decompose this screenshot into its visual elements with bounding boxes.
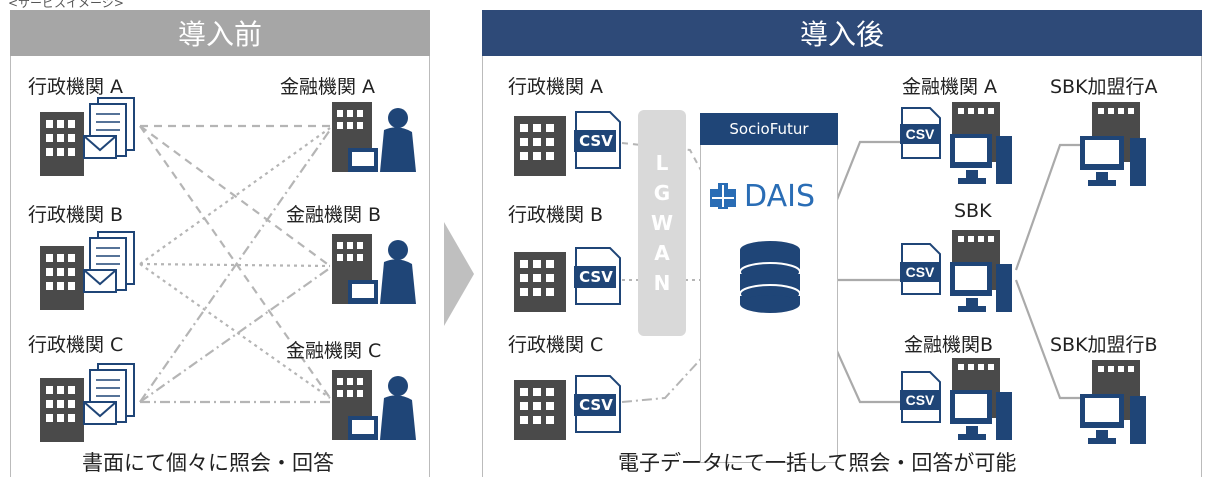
- building-pc-icon: [1080, 360, 1146, 444]
- building-pc-icon: [1080, 102, 1146, 186]
- svg-text:CSV: CSV: [906, 126, 935, 142]
- dais-text: DAIS: [744, 178, 815, 214]
- sbk-member-b-label: SBK加盟行B: [1050, 334, 1158, 356]
- sbk-member-a-label: SBK加盟行A: [1050, 76, 1158, 98]
- svg-text:CSV: CSV: [906, 264, 935, 280]
- csv-building-pc-icon: CSV: [900, 102, 1012, 184]
- database-icon: [739, 241, 801, 313]
- after-panel: [482, 56, 1202, 477]
- csv-building-pc-icon: CSV: [900, 230, 1012, 312]
- server-name: SocioFutur: [700, 113, 838, 145]
- after-gov-c-label: 行政機関 C: [508, 334, 604, 356]
- csv-label: CSV: [579, 132, 613, 150]
- service-image-tag: <サービスイメージ>: [8, 0, 124, 10]
- after-gov-a-label: 行政機関 A: [508, 76, 604, 98]
- after-title: 導入後: [482, 10, 1202, 56]
- csv-label: CSV: [579, 396, 613, 414]
- before-title: 導入前: [10, 10, 430, 56]
- building-document-icon: [40, 363, 135, 442]
- lgwan-letter: G: [653, 181, 671, 205]
- building-document-icon: [40, 97, 135, 176]
- before-fin-c-label: 金融機関 C: [286, 340, 382, 362]
- before-panel: [10, 56, 430, 477]
- before-fin-a-label: 金融機関 A: [280, 76, 376, 98]
- before-caption: 書面にて個々に照会・回答: [82, 451, 334, 475]
- after-caption: 電子データにて一括して照会・回答が可能: [618, 451, 1017, 475]
- building-document-icon: [40, 231, 135, 310]
- sbk-label: SBK: [954, 200, 992, 222]
- building-csv-icon: [514, 375, 621, 440]
- svg-text:CSV: CSV: [906, 392, 935, 408]
- before-gov-b-label: 行政機関 B: [28, 204, 124, 226]
- building-worker-icon: [332, 370, 416, 440]
- dais-mark-icon: [710, 183, 736, 209]
- before-gov-c-label: 行政機関 C: [28, 334, 124, 356]
- after-fin-a-label: 金融機関 A: [902, 76, 998, 98]
- building-csv-icon: [514, 111, 621, 176]
- after-fin-b-label: 金融機関B: [904, 334, 994, 356]
- after-gov-b-label: 行政機関 B: [508, 204, 604, 226]
- lgwan-letter: W: [650, 211, 674, 235]
- lgwan-letter: A: [654, 241, 670, 265]
- before-gov-a-label: 行政機関 A: [28, 76, 124, 98]
- dais-logo: DAIS: [708, 176, 832, 216]
- before-fin-b-label: 金融機関 B: [286, 204, 382, 226]
- lgwan-letter: N: [653, 271, 671, 295]
- building-csv-icon: [514, 247, 621, 312]
- building-worker-icon: [332, 102, 416, 172]
- csv-building-pc-icon: CSV: [900, 358, 1012, 440]
- transition-arrow: [444, 222, 474, 326]
- lgwan-letter: L: [655, 151, 669, 175]
- csv-label: CSV: [579, 268, 613, 286]
- building-worker-icon: [332, 234, 416, 304]
- lgwan-network: L G W A N: [638, 110, 686, 336]
